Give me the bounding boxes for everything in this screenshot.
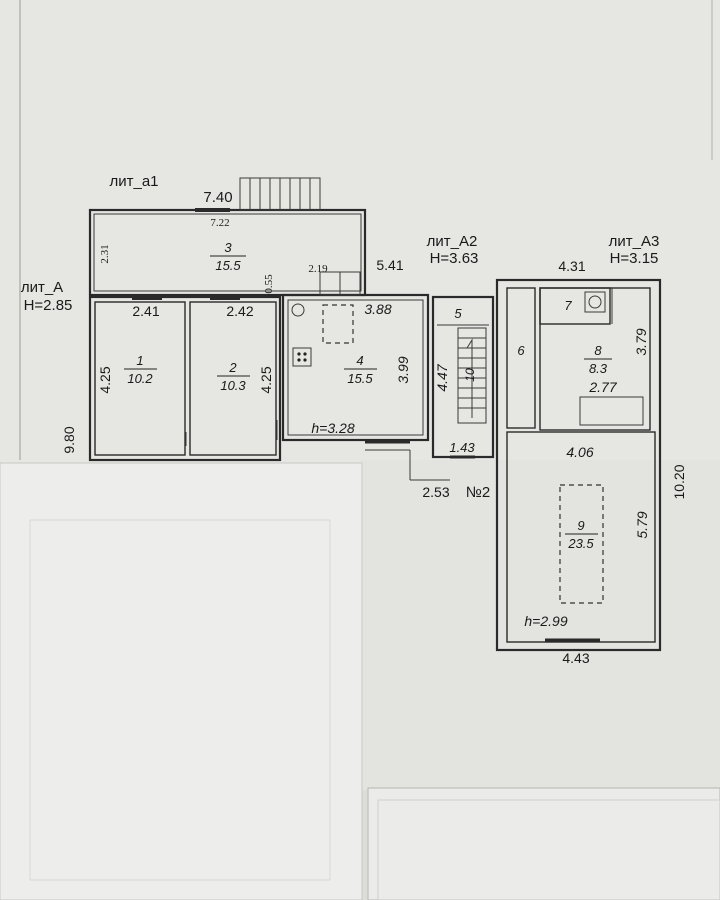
height-room4: h=3.28 — [311, 420, 354, 436]
dim-0-55: 0.55 — [263, 274, 275, 294]
toilet-icon — [584, 291, 606, 313]
lit-a2-height: H=3.63 — [430, 250, 479, 267]
stairs-room10 — [457, 327, 487, 424]
lit-a-outline — [88, 295, 282, 462]
entrance-number: №2 — [466, 484, 490, 501]
dim-4-25-left: 4.25 — [97, 366, 113, 393]
height-room9: h=2.99 — [524, 613, 567, 629]
lit-a1-label: лит_а1 — [109, 173, 158, 190]
room-4-inner — [287, 299, 424, 436]
room-7-num: 7 — [564, 298, 572, 313]
bathtub-icon — [579, 396, 644, 426]
dim-2-77: 2.77 — [588, 379, 617, 395]
room-2-num: 2 — [228, 360, 237, 375]
lit-a2-label: лит_А2 — [427, 233, 478, 250]
room-2-outline — [189, 301, 277, 456]
dim-5-79: 5.79 — [634, 511, 650, 538]
plan-paper — [0, 0, 720, 470]
room-9-dashed-item — [559, 484, 604, 604]
room-10-num: 10 — [463, 368, 477, 382]
dim-1-43: 1.43 — [449, 440, 475, 455]
dim-4-31: 4.31 — [558, 258, 585, 274]
dim-4-25-right: 4.25 — [258, 366, 274, 393]
lit-a-label: лит_А — [21, 279, 63, 296]
room-1-area: 10.2 — [127, 371, 153, 386]
dim-4-06: 4.06 — [566, 444, 593, 460]
room-3-area: 15.5 — [215, 258, 241, 273]
overlay-sheet-right — [367, 787, 720, 900]
overlay-sheet-right-frame — [377, 799, 720, 900]
room-8-num: 8 — [594, 343, 602, 358]
overlay-sheet-left — [0, 462, 363, 900]
room-1-outline — [94, 301, 186, 456]
dim-4-43: 4.43 — [562, 650, 589, 666]
room-4-num: 4 — [356, 353, 363, 368]
dim-5-41: 5.41 — [376, 257, 403, 273]
room-3-num: 3 — [224, 240, 232, 255]
room-4-area: 15.5 — [347, 371, 373, 386]
room-9-area: 23.5 — [567, 536, 594, 551]
dim-2-19: 2.19 — [308, 263, 328, 275]
dim-2-41: 2.41 — [132, 303, 159, 319]
room-8-area: 8.3 — [589, 361, 608, 376]
dim-7-40: 7.40 — [203, 189, 232, 206]
lit-a3-label: лит_А3 — [609, 233, 660, 250]
room-1-num: 1 — [136, 353, 143, 368]
dim-3-88: 3.88 — [364, 301, 391, 317]
kitchen-table-dashed — [322, 304, 354, 344]
dim-3-79: 3.79 — [633, 328, 649, 355]
stairs-top — [239, 177, 321, 211]
room-6-num: 6 — [517, 343, 525, 358]
overlay-sheet-frame — [29, 519, 331, 881]
dim-3-99: 3.99 — [395, 356, 411, 383]
dim-2-31: 2.31 — [99, 244, 111, 263]
dim-10-20: 10.20 — [671, 464, 687, 499]
dim-7-22: 7.22 — [210, 217, 229, 229]
dim-2-42: 2.42 — [226, 303, 253, 319]
stove-icon — [292, 347, 312, 367]
room-5-num: 5 — [454, 306, 462, 321]
lit-a-height: H=2.85 — [24, 297, 73, 314]
dim-9-80: 9.80 — [61, 426, 77, 453]
sink-icon — [291, 303, 305, 317]
room-9-outline — [506, 431, 656, 643]
dim-2-53: 2.53 — [422, 484, 449, 500]
room-3-inner — [93, 213, 362, 292]
room-9-num: 9 — [577, 518, 584, 533]
lit-a3-outline — [495, 278, 662, 652]
dim-4-47: 4.47 — [434, 363, 450, 391]
lit-a3-height: H=3.15 — [610, 250, 659, 267]
room-8-outline — [539, 287, 651, 431]
room-2-area: 10.3 — [220, 378, 246, 393]
